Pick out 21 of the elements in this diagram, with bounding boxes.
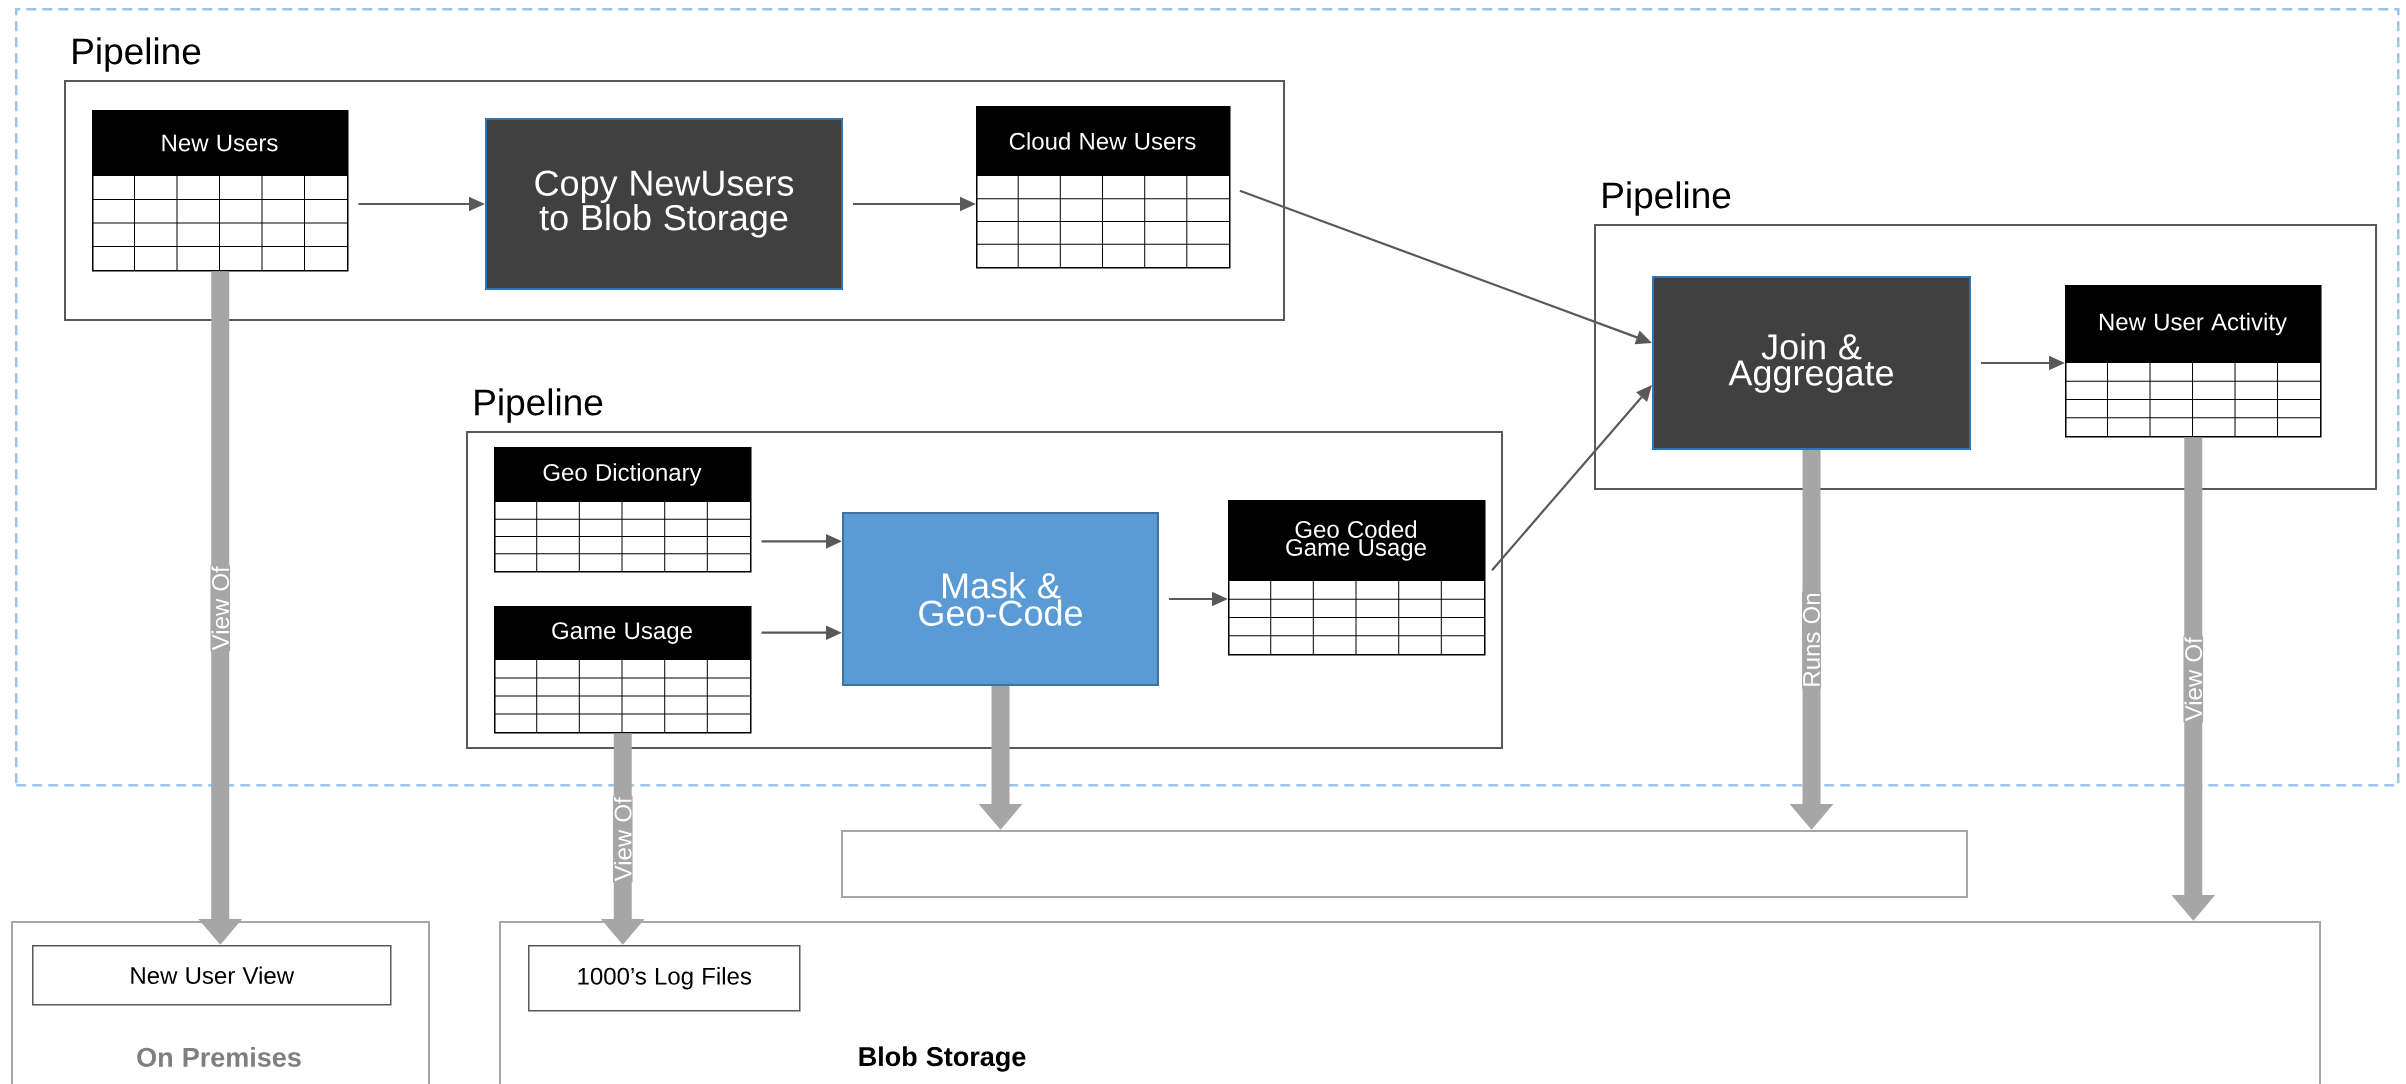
node-label: Pipeline	[1603, 181, 1731, 216]
data-table: Cloud New Users	[975, 106, 1231, 269]
empty-box	[841, 830, 1969, 898]
label-box: New User View	[32, 945, 392, 1006]
process-box: Mask & Geo-Code	[842, 512, 1159, 686]
node-label: Pipeline	[73, 37, 201, 72]
data-table: New Users	[91, 110, 349, 272]
dashed-boundary-box	[15, 8, 2400, 787]
process-box: Copy NewUsers to Blob Storage	[485, 118, 843, 290]
arrow	[1491, 385, 1652, 571]
data-table: Geo Dictionary	[493, 447, 752, 573]
node-label: Pipeline	[475, 388, 603, 423]
edge-label: Runs On	[1802, 591, 1821, 689]
data-table: New User Activity	[2064, 285, 2322, 438]
edge-label: View Of	[2183, 636, 2204, 723]
label-box: 1000’s Log Files	[528, 945, 801, 1012]
edge-label: View Of	[612, 796, 633, 883]
data-table: Geo Coded Game Usage	[1227, 500, 1486, 656]
process-box: Join & Aggregate	[1652, 276, 1971, 450]
edge-label: View Of	[210, 565, 231, 652]
data-table: Game Usage	[493, 606, 752, 734]
